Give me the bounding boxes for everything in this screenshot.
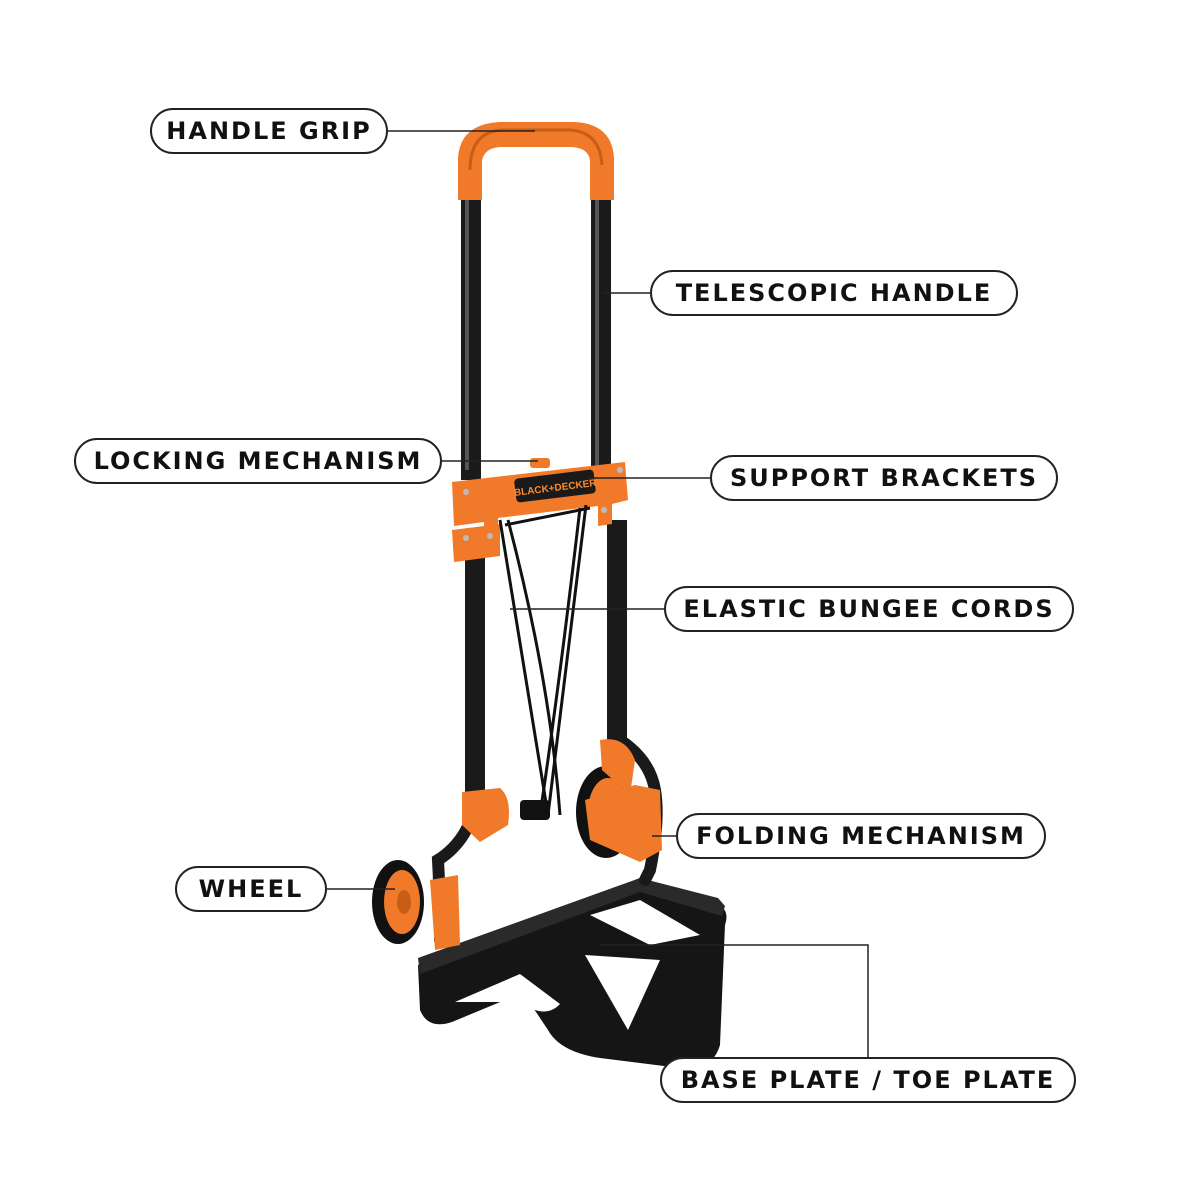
handle-grip bbox=[458, 122, 614, 200]
bungee-cords bbox=[498, 504, 591, 816]
label-wheel: WHEEL bbox=[175, 866, 327, 912]
label-base-plate-toe-plate: BASE PLATE / TOE PLATE bbox=[660, 1057, 1076, 1103]
label-handle-grip: HANDLE GRIP bbox=[150, 108, 388, 154]
base-plate bbox=[418, 878, 727, 1069]
leader-base-plate bbox=[600, 944, 869, 1057]
label-folding-mechanism: FOLDING MECHANISM bbox=[676, 813, 1046, 859]
label-telescopic-handle: TELESCOPIC HANDLE bbox=[650, 270, 1018, 316]
support-bracket: BLACK+DECKER bbox=[452, 458, 628, 562]
label-elastic-bungee-cords: ELASTIC BUNGEE CORDS bbox=[664, 586, 1074, 632]
folding-joints bbox=[430, 739, 662, 950]
telescopic-tubes bbox=[461, 190, 611, 480]
label-support-brackets: SUPPORT BRACKETS bbox=[710, 455, 1058, 501]
lower-tubes bbox=[465, 520, 627, 800]
left-wheel bbox=[372, 860, 424, 944]
label-locking-mechanism: LOCKING MECHANISM bbox=[74, 438, 442, 484]
